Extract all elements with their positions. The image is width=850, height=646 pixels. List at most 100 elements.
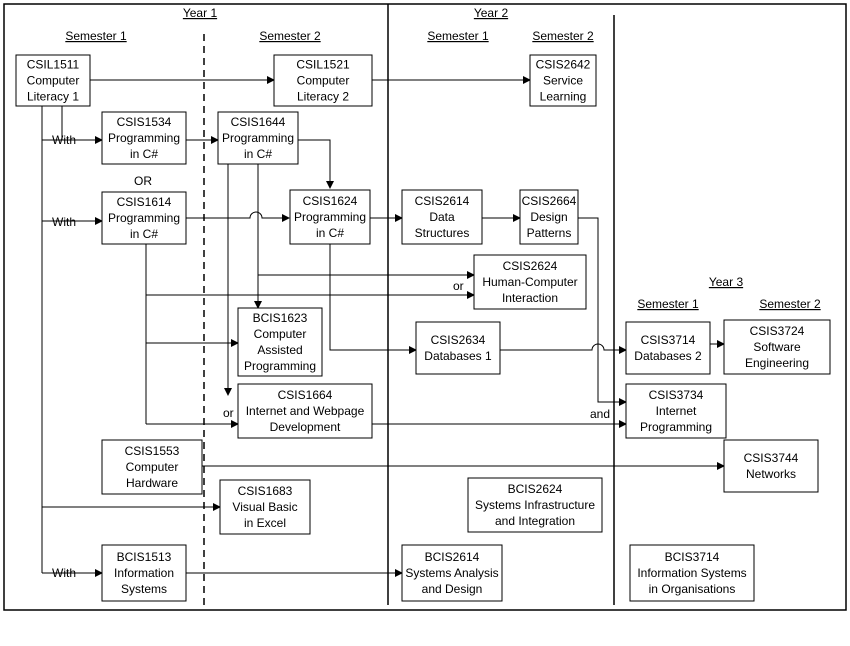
or-label-internet: or — [223, 406, 234, 420]
course-code: BCIS1623 — [253, 311, 308, 325]
course-title-line: Structures — [415, 226, 470, 240]
course-code: BCIS3714 — [665, 550, 720, 564]
course-title-line: Software — [753, 340, 801, 354]
course-title-line: Databases 1 — [424, 349, 492, 363]
course-box-border — [467, 477, 603, 533]
course-title-line: Patterns — [527, 226, 572, 240]
or-label-choice: OR — [134, 174, 152, 188]
course-title-line: Computer — [297, 74, 350, 88]
course-title-line: in C# — [130, 147, 158, 161]
course-box-border — [273, 54, 373, 107]
course-title-line: Internet — [656, 404, 697, 418]
course-code: CSIS2624 — [503, 259, 558, 273]
course-title-line: Learning — [540, 90, 587, 104]
course-title-line: Development — [270, 420, 341, 434]
year1-heading: Year 1 — [183, 6, 218, 20]
course-box-border — [101, 544, 187, 602]
course-title-line: in C# — [316, 226, 344, 240]
course-title-line: Programming — [108, 131, 180, 145]
course-title-line: Service — [543, 74, 583, 88]
course-title-line: and Integration — [495, 514, 575, 528]
course-code: CSIS1534 — [117, 115, 172, 129]
course-box-border — [237, 307, 323, 377]
course-box-border — [529, 54, 597, 107]
course-box-border — [237, 383, 373, 439]
y1-semester2-heading: Semester 2 — [259, 29, 321, 43]
course-title-line: in C# — [130, 227, 158, 241]
course-title-line: Data — [429, 210, 455, 224]
course-title-line: Visual Basic — [232, 500, 297, 514]
course-title-line: Assisted — [257, 343, 302, 357]
course-title-line: in Organisations — [649, 582, 736, 596]
course-box-border — [401, 544, 503, 602]
course-code: CSIS2614 — [415, 194, 470, 208]
year3-heading: Year 3 — [709, 275, 744, 289]
course-box-border — [217, 111, 299, 165]
course-code: CSIS1683 — [238, 484, 293, 498]
y3-semester2-heading: Semester 2 — [759, 297, 821, 311]
with-label-1614: With — [52, 215, 76, 229]
course-box-border — [473, 254, 587, 310]
course-title-line: Programming — [244, 359, 316, 373]
course-code: CSIS1624 — [303, 194, 358, 208]
course-title-line: Hardware — [126, 476, 178, 490]
course-title-line: in C# — [244, 147, 272, 161]
course-box-border — [101, 439, 203, 495]
course-box-border — [519, 189, 579, 245]
course-code: CSIS1553 — [125, 444, 180, 458]
course-title-line: Information — [114, 566, 174, 580]
y1-semester1-heading: Semester 1 — [65, 29, 127, 43]
course-title-line: Human-Computer — [482, 275, 577, 289]
course-box-border — [625, 321, 711, 375]
course-title-line: Systems Infrastructure — [475, 498, 595, 512]
prerequisite-connectors — [41, 76, 725, 577]
course-box-border — [289, 189, 371, 245]
course-title-line: and Design — [422, 582, 483, 596]
course-title-line: Programming — [294, 210, 366, 224]
course-code: CSIS1664 — [278, 388, 333, 402]
course-title-line: Interaction — [502, 291, 558, 305]
course-box-border — [101, 111, 187, 165]
course-code: BCIS2624 — [508, 482, 563, 496]
course-code: CSIS1614 — [117, 195, 172, 209]
course-title-line: Systems — [121, 582, 167, 596]
and-label-internet: and — [590, 407, 610, 421]
course-title-line: Literacy 2 — [297, 90, 349, 104]
course-code: CSIL1511 — [27, 58, 80, 72]
course-box-border — [15, 54, 91, 107]
course-code: CSIL1521 — [296, 58, 350, 72]
course-code: CSIS3724 — [750, 324, 805, 338]
course-title-line: Computer — [27, 74, 80, 88]
course-code: CSIS3744 — [744, 451, 799, 465]
course-code: CSIS3714 — [641, 333, 696, 347]
course-box-border — [723, 319, 831, 375]
course-box-border — [401, 189, 483, 245]
course-box-border — [723, 439, 819, 493]
course-title-line: Engineering — [745, 356, 809, 370]
course-code: BCIS1513 — [117, 550, 172, 564]
course-title-line: Information Systems — [637, 566, 746, 580]
with-label-1513: With — [52, 566, 76, 580]
y2-semester2-heading: Semester 2 — [532, 29, 594, 43]
course-code: CSIS1644 — [231, 115, 286, 129]
